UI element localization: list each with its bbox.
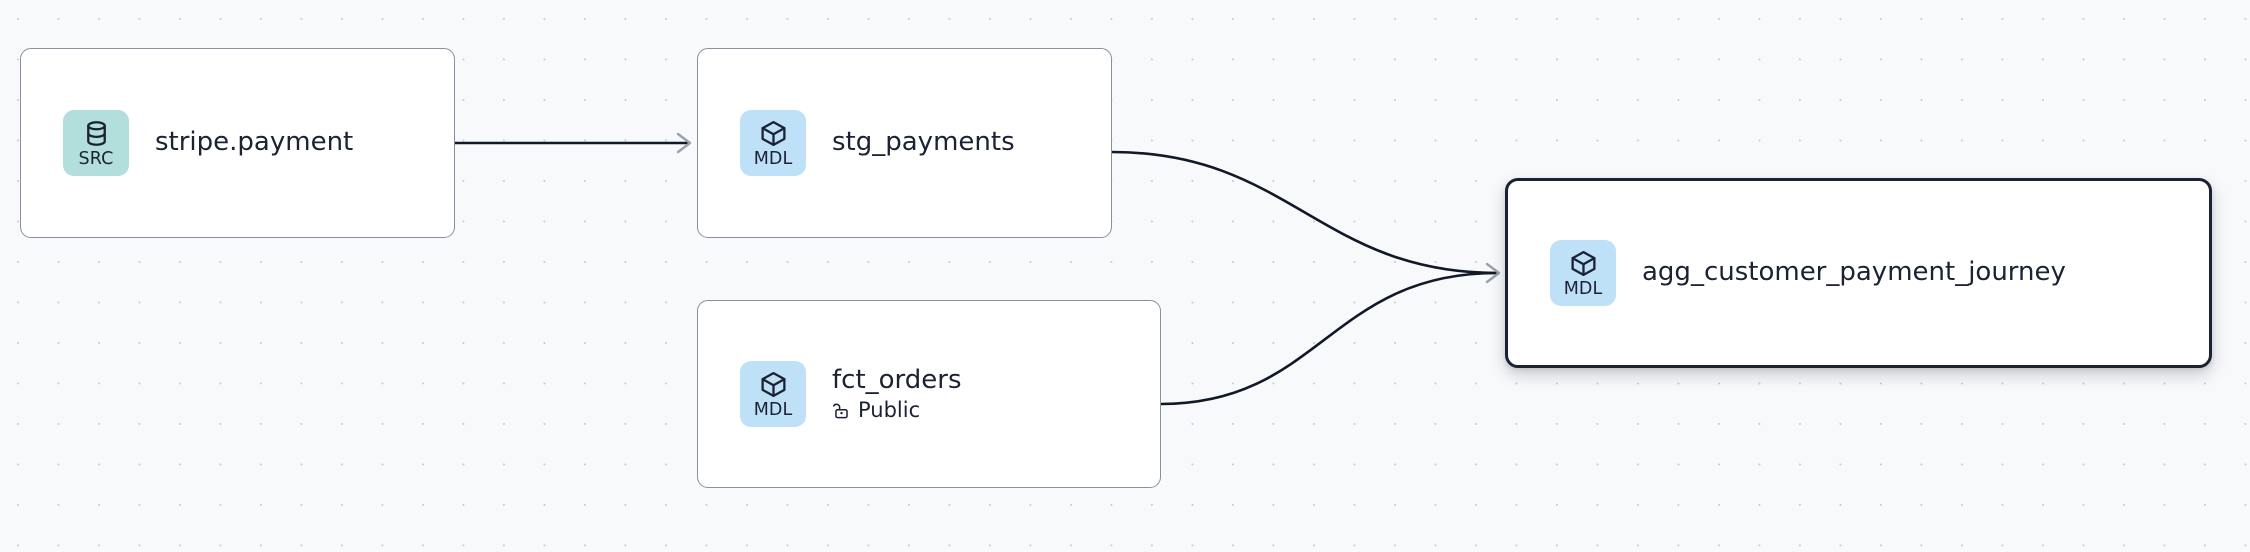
- arrowhead-icon: [676, 132, 692, 154]
- arrowhead-icon: [1485, 262, 1501, 284]
- node-title: fct_orders: [832, 364, 962, 395]
- node-visibility: Public: [832, 398, 962, 422]
- cube-icon: [1570, 251, 1596, 277]
- node-body: stg_payments: [832, 128, 1015, 157]
- edge-stripe-payment-to-stg-payments: [455, 132, 692, 154]
- source-type-badge: SRC: [63, 110, 129, 176]
- database-icon: [86, 121, 106, 147]
- badge-label: MDL: [1563, 279, 1603, 300]
- graph-node-stg-payments[interactable]: MDL stg_payments: [697, 48, 1112, 238]
- badge-label: MDL: [753, 149, 793, 170]
- model-type-badge: MDL: [740, 361, 806, 427]
- model-type-badge: MDL: [1550, 240, 1616, 306]
- node-title: stg_payments: [832, 127, 1015, 158]
- edge-fct-orders-to-agg-customer-payment-journey: [1160, 262, 1501, 406]
- node-body: stripe.payment: [155, 128, 353, 157]
- unlock-icon: [832, 403, 848, 419]
- edge-stg-payments-to-agg-customer-payment-journey: [1111, 150, 1498, 275]
- node-title: agg_customer_payment_journey: [1642, 257, 2066, 288]
- graph-node-fct-orders[interactable]: MDL fct_orders Public: [697, 300, 1161, 488]
- cube-icon: [760, 121, 786, 147]
- graph-node-agg-customer-payment-journey[interactable]: MDL agg_customer_payment_journey: [1505, 178, 2212, 368]
- badge-label: SRC: [78, 149, 114, 170]
- node-body: fct_orders Public: [832, 364, 962, 422]
- node-title: stripe.payment: [155, 127, 354, 158]
- model-type-badge: MDL: [740, 110, 806, 176]
- visibility-label: Public: [858, 398, 921, 422]
- node-body: agg_customer_payment_journey: [1642, 258, 2066, 287]
- graph-node-stripe-payment[interactable]: SRC stripe.payment: [20, 48, 455, 238]
- cube-icon: [760, 372, 786, 398]
- badge-label: MDL: [753, 400, 793, 421]
